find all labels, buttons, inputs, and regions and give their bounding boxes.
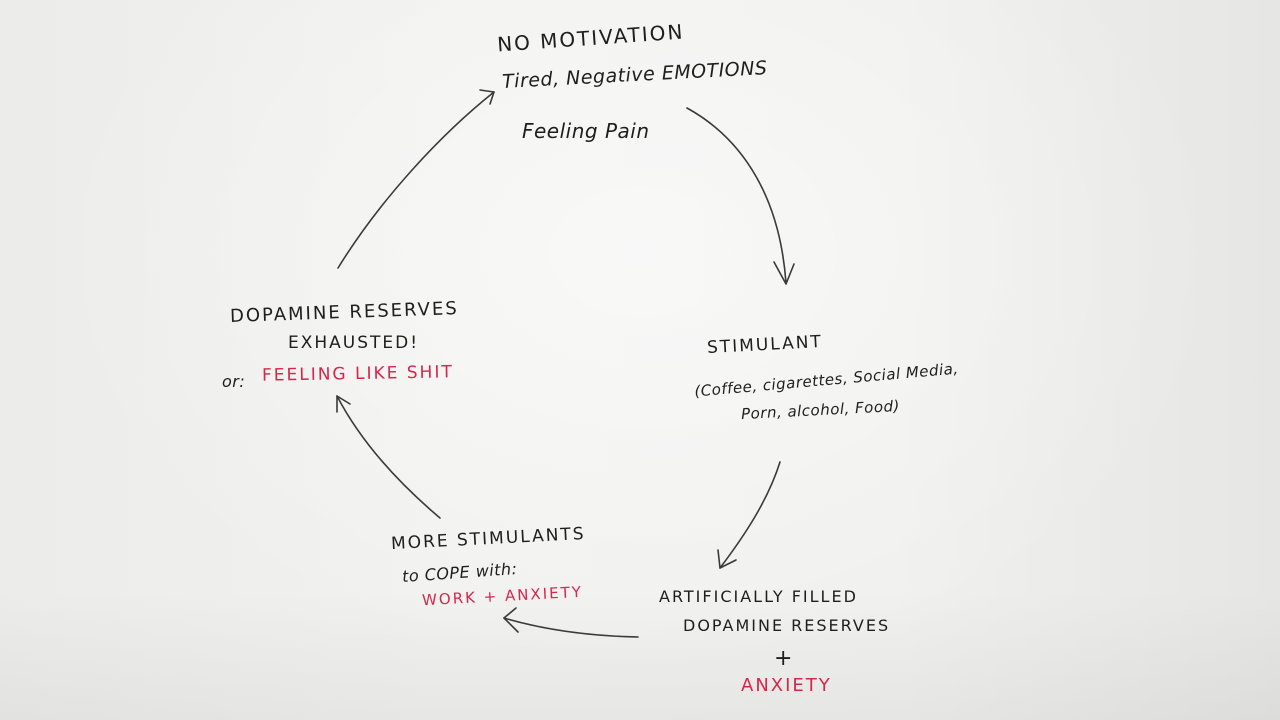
top-node-feeling: Feeling Pain	[522, 119, 650, 143]
bottom-right-node-line2: DOPAMINE RESERVES	[683, 616, 891, 635]
arrow-no-motivation-to-stimulant	[686, 107, 787, 284]
whiteboard-shadow	[0, 590, 1280, 720]
arrowhead-top-left	[479, 89, 495, 105]
left-node-or-label: or:	[222, 372, 246, 391]
bottom-right-node-plus: +	[774, 646, 794, 671]
bottom-right-node-line1: ARTIFICIALLY FILLED	[659, 587, 858, 606]
bottom-right-node-anxiety: ANXIETY	[741, 675, 832, 696]
arrowhead-left	[336, 395, 351, 413]
arrowhead-bottom	[503, 607, 519, 633]
left-node-exhausted: EXHAUSTED!	[288, 333, 420, 353]
arrowhead-top-right	[773, 261, 795, 285]
arrow-more-stimulants-to-exhausted	[336, 395, 441, 519]
left-node-feeling-like-shit: FEELING LIKE SHIT	[261, 362, 454, 386]
arrow-filled-reserves-to-more-stimulants	[503, 617, 639, 638]
arrow-stimulant-to-filled-reserves	[719, 461, 781, 569]
arrow-exhausted-to-no-motivation	[337, 91, 495, 269]
arrowhead-right	[717, 549, 737, 569]
